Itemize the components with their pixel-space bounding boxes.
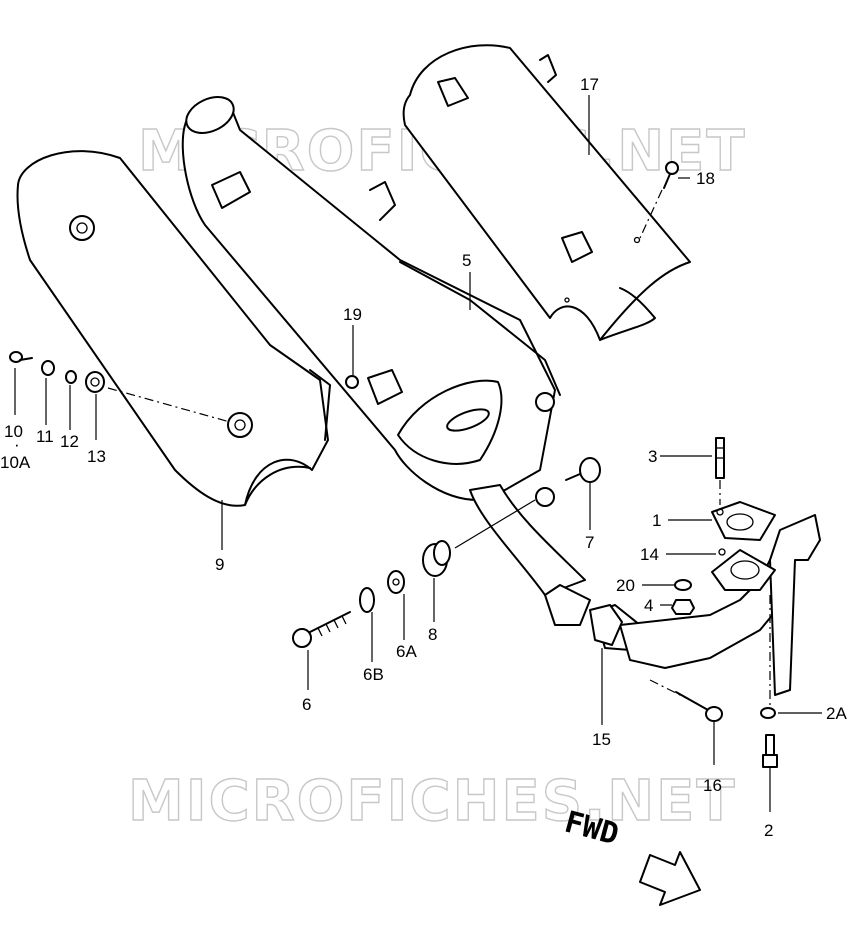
- grommet-8: [422, 540, 451, 577]
- callout-16: 16: [703, 776, 722, 795]
- heat-shield-lower: [16, 150, 331, 507]
- stud-3: [715, 437, 725, 505]
- callout-10: 10: [4, 422, 23, 441]
- callout-8: 8: [428, 625, 437, 644]
- callout-15: 15: [592, 730, 611, 749]
- leader-lines: [14, 95, 822, 812]
- callout-6b: 6B: [363, 665, 384, 684]
- gasket-1: [711, 501, 776, 541]
- muffler-body: [181, 96, 561, 507]
- callout-4: 4: [644, 596, 653, 615]
- grommet-13: [85, 371, 105, 393]
- washer-6a: [387, 570, 405, 594]
- callout-10-dot: ·: [14, 435, 20, 454]
- callout-1: 1: [652, 511, 661, 530]
- callout-19: 19: [343, 305, 362, 324]
- callout-5: 5: [462, 251, 471, 270]
- gasket-14: [711, 548, 776, 591]
- collar-12: [65, 370, 77, 384]
- bolt-6: [292, 611, 351, 648]
- callout-10a: 10A: [0, 453, 31, 472]
- callout-11: 11: [36, 427, 54, 446]
- callout-3: 3: [648, 447, 657, 466]
- bolt-16: [649, 679, 723, 722]
- callout-2: 2: [764, 821, 773, 840]
- callout-9: 9: [215, 555, 224, 574]
- washer-20: [674, 579, 692, 591]
- callout-2a: 2A: [826, 704, 847, 723]
- washer-2a: [760, 707, 776, 719]
- callout-12: 12: [60, 432, 79, 451]
- nut-4: [671, 599, 695, 615]
- bolt-18: [639, 161, 679, 239]
- screw-10: [9, 351, 33, 363]
- callout-6a: 6A: [396, 642, 417, 661]
- gasket-15: [589, 604, 623, 646]
- washer-11: [41, 360, 55, 376]
- fwd-arrow-icon: [639, 851, 701, 906]
- callout-7: 7: [585, 533, 594, 552]
- bolt-2: [762, 734, 778, 768]
- callout-20: 20: [616, 576, 635, 595]
- bolt-7: [565, 457, 601, 483]
- watermark-bottom: MICROFICHES.NET: [128, 769, 737, 834]
- callout-17: 17: [580, 75, 599, 94]
- callout-14: 14: [640, 545, 659, 564]
- washer-6b: [359, 587, 375, 613]
- callout-13: 13: [87, 447, 106, 466]
- callout-6: 6: [302, 695, 311, 714]
- heat-shield-upper: [402, 44, 691, 341]
- callout-18: 18: [696, 169, 715, 188]
